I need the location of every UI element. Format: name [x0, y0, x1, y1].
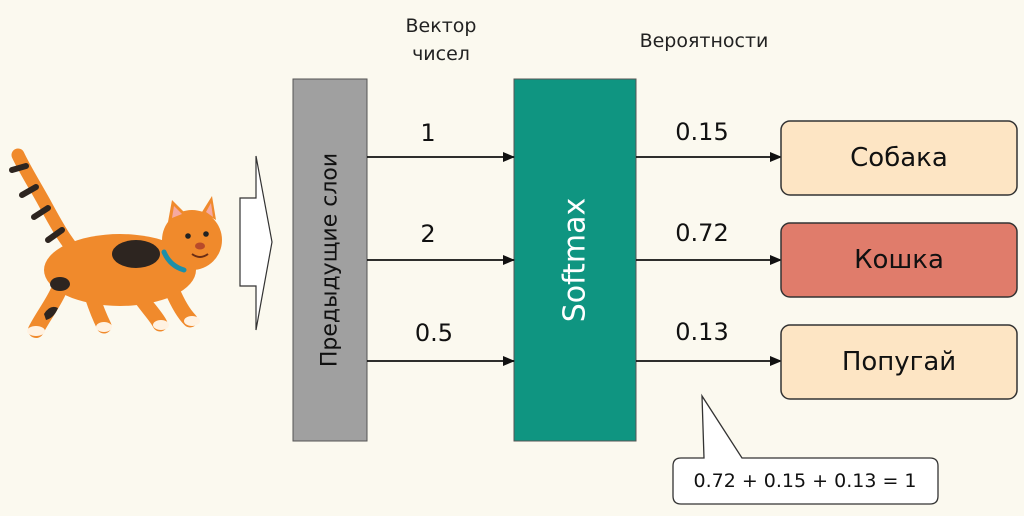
class-box-dog-bg	[780, 120, 1018, 196]
input-value-2: 2	[420, 220, 435, 248]
softmax-label: Softmax	[558, 198, 593, 323]
output-probability-3: 0.13	[675, 318, 728, 346]
sum-callout-text: 0.72 + 0.15 + 0.13 = 1	[694, 470, 917, 492]
class-label-dog: Собака	[850, 143, 948, 173]
class-box-cat: Кошка	[780, 222, 1018, 298]
softmax-block	[513, 78, 637, 442]
hollow-arrow-icon	[239, 155, 273, 331]
class-box-parrot: Попугай	[780, 324, 1018, 400]
input-value-3: 0.5	[415, 319, 453, 347]
sum-callout	[672, 393, 939, 505]
class-label-cat: Кошка	[854, 245, 944, 275]
probabilities-header: Вероятности	[640, 30, 769, 52]
output-probability-2: 0.72	[675, 219, 728, 247]
class-label-parrot: Попугай	[842, 347, 956, 377]
class-box-cat-bg	[780, 222, 1018, 298]
input-value-1: 1	[420, 119, 435, 147]
class-box-dog: Собака	[780, 120, 1018, 196]
cat-illustration	[9, 148, 222, 338]
previous-layers-label: Предыдущие слои	[318, 153, 343, 367]
output-probability-1: 0.15	[675, 118, 728, 146]
previous-layers-block	[292, 78, 368, 442]
class-box-parrot-bg	[780, 324, 1018, 400]
vector-header-line-2: чисел	[412, 43, 470, 65]
vector-header-line-1: Вектор	[406, 15, 477, 37]
